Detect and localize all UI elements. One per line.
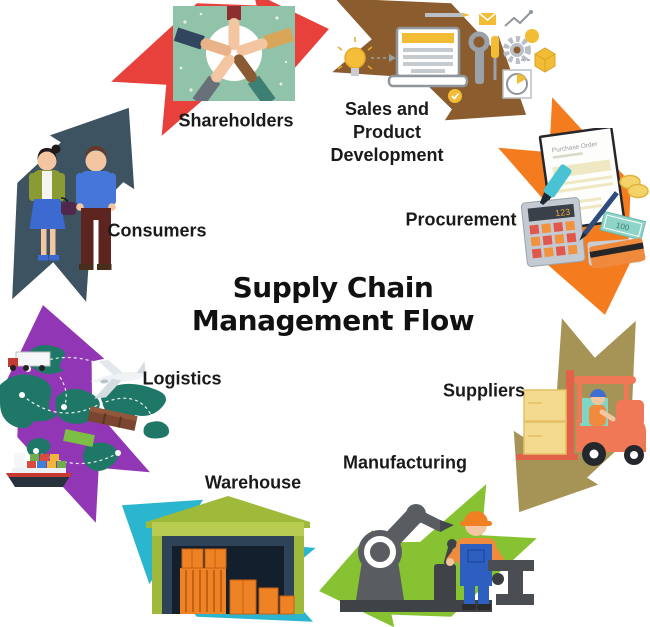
arrow-suppliers xyxy=(513,318,636,513)
label-logistics: Logistics xyxy=(142,368,222,389)
cargo-ship-icon xyxy=(6,453,72,487)
man-shopper-icon xyxy=(76,146,116,270)
airplane-icon xyxy=(90,359,146,399)
credit-card-icon xyxy=(587,238,646,268)
manufacturing-illustration xyxy=(340,504,534,612)
consumers-illustration xyxy=(29,144,116,270)
cargo-boxes-icon xyxy=(180,548,295,615)
machine-icon xyxy=(488,560,534,605)
banknote-icon: 100 xyxy=(599,210,647,241)
svg-text:100: 100 xyxy=(615,221,631,233)
mail-icon xyxy=(478,12,497,25)
suppliers-illustration xyxy=(516,370,646,466)
package-cube-icon xyxy=(534,47,556,73)
screwdriver-icon xyxy=(491,36,499,80)
highlighter-icon xyxy=(539,164,572,205)
label-suppliers: Suppliers xyxy=(442,380,526,401)
diagram-title: Supply Chain Management Flow xyxy=(191,271,475,337)
label-manufacturing: Manufacturing xyxy=(343,452,467,473)
svg-text:123: 123 xyxy=(555,207,571,219)
logistics-illustration xyxy=(0,345,170,487)
wrench-icon xyxy=(468,31,490,84)
calculator-icon: 123 xyxy=(520,197,586,268)
robot-arm-icon xyxy=(356,504,454,600)
label-warehouse: Warehouse xyxy=(204,472,302,493)
forklift-icon xyxy=(516,370,646,466)
pen-icon xyxy=(579,191,619,241)
label-procurement: Procurement xyxy=(405,209,517,230)
hands-icon xyxy=(173,6,295,101)
laptop-icon xyxy=(387,26,469,88)
truck-icon xyxy=(8,351,51,371)
crates-icon xyxy=(523,389,567,455)
pie-chart-icon xyxy=(502,69,532,99)
procurement-illustration: Purchase Order 100 123 xyxy=(520,128,649,268)
label-sales: Sales and Product Development xyxy=(330,99,444,165)
forklift-driver-icon xyxy=(589,389,616,426)
warehouse-illustration xyxy=(146,496,310,615)
idea-bulb-icon xyxy=(337,37,373,76)
shareholders-illustration xyxy=(173,6,295,101)
freight-train-icon xyxy=(87,406,138,431)
gear-icon xyxy=(503,29,539,64)
label-consumers: Consumers xyxy=(107,220,207,241)
coins-icon xyxy=(619,174,649,199)
sales-development-illustration xyxy=(337,10,556,103)
woman-shopper-icon xyxy=(29,144,76,261)
label-shareholders: Shareholders xyxy=(178,110,294,131)
